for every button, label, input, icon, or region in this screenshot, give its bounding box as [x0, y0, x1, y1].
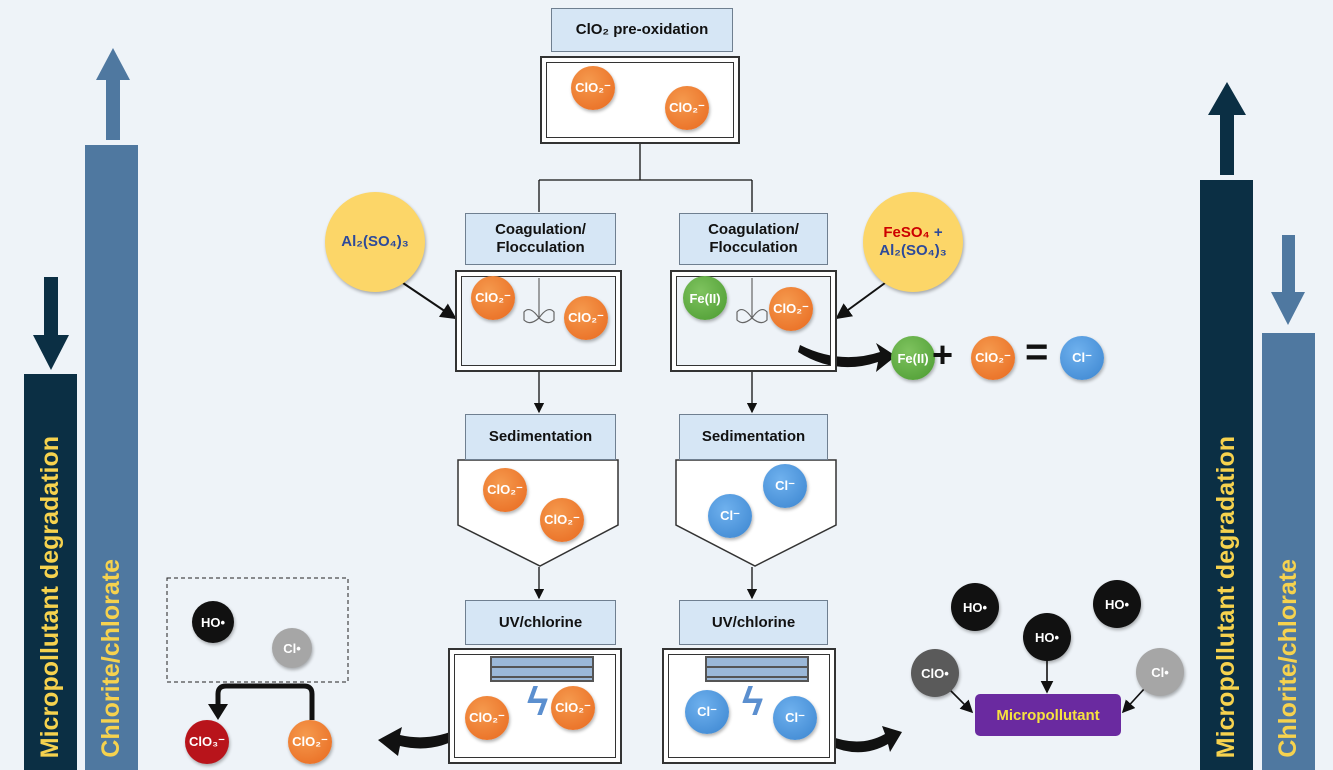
chlorite-chlorate-bar-right: Chlorite/chlorate: [1262, 333, 1315, 770]
bar-label: Micropollutant degradation: [1212, 435, 1240, 758]
lightning-icon: ϟ: [742, 680, 764, 724]
hydroxyl-radical: HO•: [951, 583, 999, 631]
curved-arrow-icon: [215, 683, 315, 720]
arrow-down-icon: [33, 277, 69, 370]
clo-radical: ClO•: [911, 649, 959, 697]
sedimentation-tank-left: [457, 459, 619, 567]
micropollutant-degradation-bar-right: Micropollutant degradation: [1200, 180, 1253, 770]
bar-label: Chlorite/chlorate: [1274, 559, 1302, 758]
curved-arrow-icon: [798, 343, 896, 372]
step-sedimentation-right: Sedimentation: [679, 414, 828, 460]
chloride-ion: Cl⁻: [763, 464, 807, 508]
chlorite-ion: ClO₂⁻: [551, 686, 595, 730]
coagulant-label: Al₂(SO₄)₃: [341, 233, 409, 250]
coagulation-tank-left: [455, 270, 622, 372]
curved-arrow-icon: [378, 727, 462, 756]
arrow-up-icon: [96, 48, 130, 140]
step-sedimentation-left: Sedimentation: [465, 414, 616, 460]
micropollutant-degradation-bar-left: Micropollutant degradation: [24, 374, 77, 770]
pre-oxidation-tank: [540, 56, 740, 144]
bar-label: Chlorite/chlorate: [97, 559, 125, 758]
chlorite-ion: ClO₂⁻: [971, 336, 1015, 380]
plus-label: +: [929, 224, 943, 241]
step-coagulation-left: Coagulation/ Flocculation: [465, 213, 616, 265]
arrow-up-icon: [1208, 82, 1246, 175]
chlorite-ion: ClO₂⁻: [288, 720, 332, 764]
lightning-icon: ϟ: [527, 680, 549, 724]
chlorite-ion: ClO₂⁻: [540, 498, 584, 542]
coagulant-label: Al₂(SO₄)₃: [879, 242, 947, 259]
uv-lamp-icon: [490, 656, 594, 682]
chlorite-ion: ClO₂⁻: [769, 287, 813, 331]
fe2-ion: Fe(II): [891, 336, 935, 380]
plus-sign: +: [932, 334, 954, 375]
chlorite-ion: ClO₂⁻: [471, 276, 515, 320]
curved-arrow-icon: [828, 726, 902, 753]
step-coagulation-right: Coagulation/ Flocculation: [679, 213, 828, 265]
hydroxyl-radical: HO•: [192, 601, 234, 643]
hydroxyl-radical: HO•: [1093, 580, 1141, 628]
coagulation-tank-right: [670, 270, 837, 372]
coagulant-al2so43: Al₂(SO₄)₃: [325, 192, 425, 292]
chlorite-ion: ClO₂⁻: [483, 468, 527, 512]
chloride-ion: Cl⁻: [708, 494, 752, 538]
sedimentation-tank-right: [675, 459, 837, 567]
chlorate-ion: ClO₃⁻: [185, 720, 229, 764]
step-uv-chlorine-left: UV/chlorine: [465, 600, 616, 645]
chlorite-ion: ClO₂⁻: [665, 86, 709, 130]
uv-lamp-icon: [705, 656, 809, 682]
step-pre-oxidation: ClO₂ pre-oxidation: [551, 8, 733, 52]
chloride-ion: Cl⁻: [685, 690, 729, 734]
mixer-icon: [523, 278, 768, 324]
step-uv-chlorine-right: UV/chlorine: [679, 600, 828, 645]
coagulant-feso4-al2so43: FeSO₄ +Al₂(SO₄)₃: [863, 192, 963, 292]
bar-label: Micropollutant degradation: [36, 435, 64, 758]
micropollutant-box: Micropollutant: [975, 694, 1121, 736]
chlorine-radical: Cl•: [272, 628, 312, 668]
chlorite-ion: ClO₂⁻: [571, 66, 615, 110]
chlorite-ion: ClO₂⁻: [564, 296, 608, 340]
hydroxyl-radical: HO•: [1023, 613, 1071, 661]
chloride-ion: Cl⁻: [773, 696, 817, 740]
chlorite-ion: ClO₂⁻: [465, 696, 509, 740]
coagulant-label: FeSO₄: [883, 224, 930, 241]
chloride-ion: Cl⁻: [1060, 336, 1104, 380]
equals-sign: =: [1025, 330, 1049, 374]
radical-box: [166, 577, 349, 683]
chlorite-chlorate-bar-left: Chlorite/chlorate: [85, 145, 138, 770]
arrow-down-icon: [1271, 235, 1305, 325]
chlorine-radical: Cl•: [1136, 648, 1184, 696]
fe2-ion: Fe(II): [683, 276, 727, 320]
